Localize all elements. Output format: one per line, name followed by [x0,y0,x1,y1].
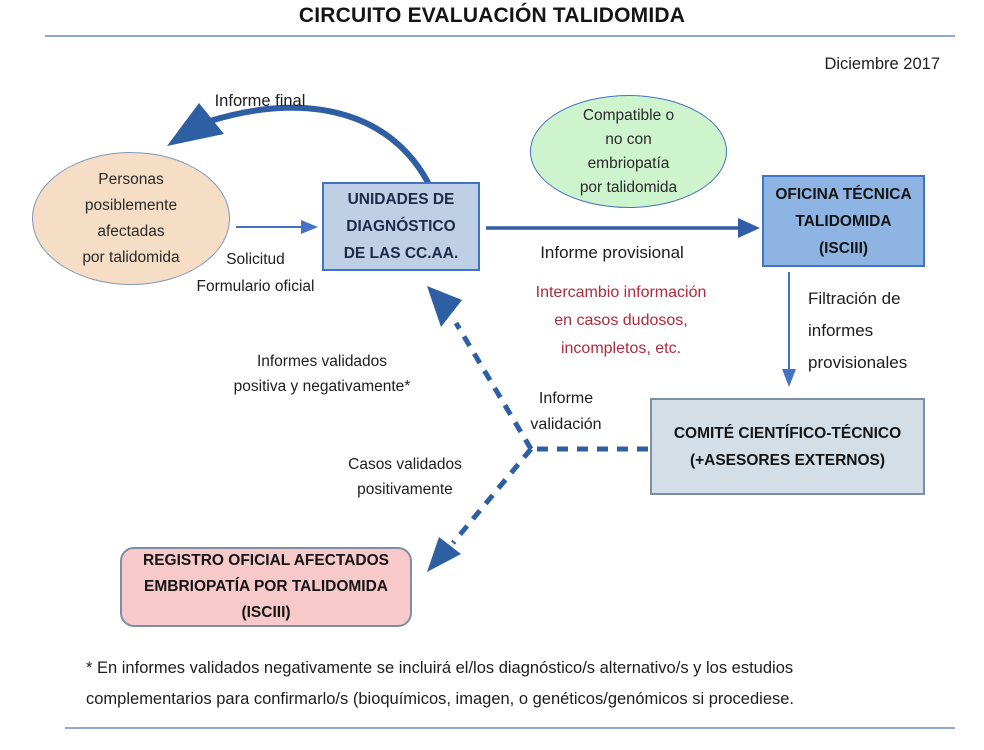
arrowhead-to-registro [427,537,461,572]
label-informe-validacion: Informe validación [530,390,602,433]
node-unidades-diagnostico: UNIDADES DE DIAGNÓSTICO DE LAS CC.AA. [322,182,480,271]
label-informes-validados: Informes validados positiva y negativame… [233,353,411,395]
label-solicitud-formulario: Solicitud Formulario oficial [196,251,315,295]
node-personas-afectadas: Personas posiblemente afectadas por tali… [32,152,230,285]
node-oficina-tecnica: OFICINA TÉCNICA TALIDOMIDA (ISCIII) [762,175,925,267]
node-compatible-embriopatia: Compatible o no con embriopatía por tali… [530,95,727,208]
label-informe-provisional: Informe provisional [540,243,684,262]
node-comite-cientifico: COMITÉ CIENTÍFICO-TÉCNICO (+ASESORES EXT… [650,398,925,495]
arrow-informe-final [207,104,436,196]
footer-divider [65,727,955,729]
header-divider [45,35,955,37]
label-casos-validados: Casos validados positivamente [348,456,462,498]
arrowhead-informe-provisional [738,218,760,238]
arrowhead-to-unidades [427,286,462,327]
label-intercambio-informacion: Intercambio información en casos dudosos… [535,284,707,357]
date-label: Diciembre 2017 [824,55,940,73]
label-informe-final: Informe final [214,92,306,110]
node-registro-oficial: REGISTRO OFICIAL AFECTADOS EMBRIOPATÍA P… [120,547,412,627]
arrowhead-solicitud [301,220,318,234]
label-filtracion-informes: Filtración de informes provisionales [808,289,908,372]
footnote: * En informes validados negativamente se… [86,659,795,708]
arrowhead-filtracion [782,369,796,387]
page-title: CIRCUITO EVALUACIÓN TALIDOMIDA [298,4,686,27]
